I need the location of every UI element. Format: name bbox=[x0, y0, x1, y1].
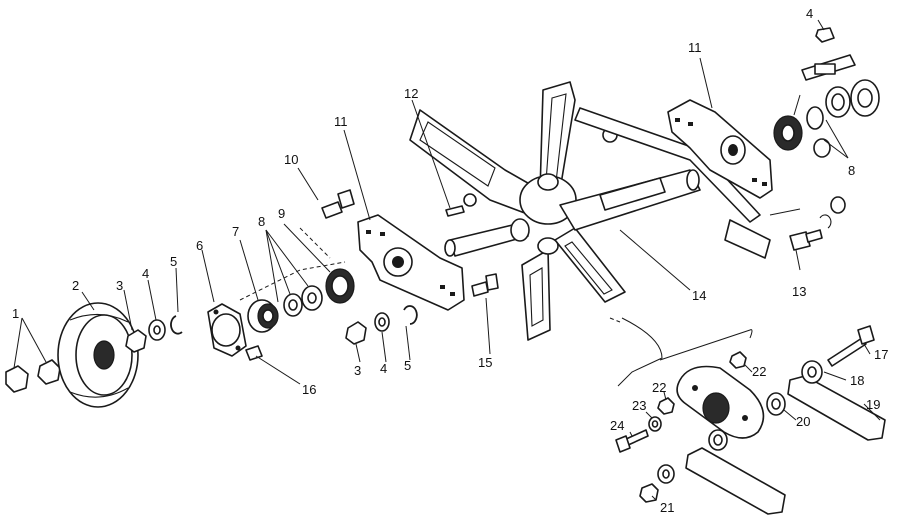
right-bracket bbox=[801, 54, 856, 81]
nuts-1 bbox=[5, 359, 61, 393]
callout-18: 18 bbox=[850, 373, 864, 388]
pin-12 bbox=[445, 205, 465, 217]
callout-15: 15 bbox=[478, 355, 492, 370]
bolt-16 bbox=[245, 345, 263, 361]
right-sprocket bbox=[773, 115, 803, 151]
lever-arm-lower bbox=[685, 447, 786, 515]
callout-10: 10 bbox=[284, 152, 298, 167]
nut-3-mid bbox=[345, 321, 367, 345]
callout-14: 14 bbox=[692, 288, 706, 303]
callout-4-left: 4 bbox=[142, 266, 149, 281]
rotor-arm-upper-left bbox=[409, 109, 541, 216]
callout-11-right: 11 bbox=[688, 40, 702, 55]
right-nut-4 bbox=[815, 27, 835, 43]
main-shaft bbox=[559, 169, 701, 231]
bearing-7 bbox=[247, 299, 279, 333]
hub-2 bbox=[57, 302, 139, 408]
bolt-10 bbox=[321, 189, 355, 219]
bushing-20 bbox=[766, 392, 786, 416]
mounting-plate-right bbox=[667, 99, 773, 199]
lever-plate bbox=[676, 365, 765, 439]
sprocket-9 bbox=[325, 268, 355, 304]
spacer-18 bbox=[801, 360, 823, 384]
washer-4-left bbox=[148, 319, 166, 341]
rotor-arm-lower bbox=[521, 249, 551, 341]
callout-24: 24 bbox=[610, 418, 624, 433]
circlip-5-left bbox=[170, 315, 183, 335]
right-washers-bottom bbox=[819, 196, 846, 229]
callout-2: 2 bbox=[72, 278, 79, 293]
callout-17: 17 bbox=[874, 347, 888, 362]
mounting-plate-left bbox=[357, 214, 465, 311]
rotor-arm-lower-right bbox=[554, 227, 626, 303]
callout-21: 21 bbox=[660, 500, 674, 515]
callout-3-left: 3 bbox=[116, 278, 123, 293]
callout-23: 23 bbox=[632, 398, 646, 413]
flange-housing-6 bbox=[207, 303, 247, 357]
callout-12: 12 bbox=[404, 86, 418, 101]
callout-19: 19 bbox=[866, 397, 880, 412]
callout-20: 20 bbox=[796, 414, 810, 429]
circlip-5-mid bbox=[403, 305, 418, 325]
right-seal bbox=[806, 106, 831, 158]
right-bearing bbox=[825, 86, 851, 118]
nut-3-left bbox=[125, 329, 147, 353]
stub-shaft bbox=[444, 218, 530, 257]
nut-22-left bbox=[657, 397, 675, 415]
bolt-15 bbox=[471, 273, 499, 297]
callout-11-left: 11 bbox=[334, 114, 348, 129]
callout-8-left: 8 bbox=[258, 214, 265, 229]
nut-22-top bbox=[729, 351, 747, 369]
callout-4-right: 4 bbox=[806, 6, 813, 21]
callout-8-right: 8 bbox=[848, 163, 855, 178]
callout-labels: 1 2 3 4 5 6 7 8 9 10 11 12 3 4 5 15 16 1… bbox=[12, 6, 888, 515]
bolt-24 bbox=[615, 429, 649, 453]
washer-23 bbox=[648, 416, 662, 432]
assembly-lines bbox=[239, 94, 801, 387]
washers-21 bbox=[639, 429, 728, 503]
bolt-17 bbox=[827, 325, 875, 367]
callout-13: 13 bbox=[792, 284, 806, 299]
callout-4-mid: 4 bbox=[380, 361, 387, 376]
callout-22-left: 22 bbox=[652, 380, 666, 395]
callout-22-top: 22 bbox=[752, 364, 766, 379]
callout-6: 6 bbox=[196, 238, 203, 253]
right-bolt-13 bbox=[789, 229, 823, 251]
callout-16: 16 bbox=[302, 382, 316, 397]
right-bearing-flange bbox=[850, 79, 880, 117]
washer-4-mid bbox=[374, 312, 390, 332]
callout-7: 7 bbox=[232, 224, 239, 239]
leader-lines bbox=[13, 19, 881, 501]
callout-5-mid: 5 bbox=[404, 358, 411, 373]
callout-5-left: 5 bbox=[170, 254, 177, 269]
washers-8-left bbox=[283, 285, 323, 317]
callout-1: 1 bbox=[12, 306, 19, 321]
callout-9: 9 bbox=[278, 206, 285, 221]
callout-3-mid: 3 bbox=[354, 363, 361, 378]
